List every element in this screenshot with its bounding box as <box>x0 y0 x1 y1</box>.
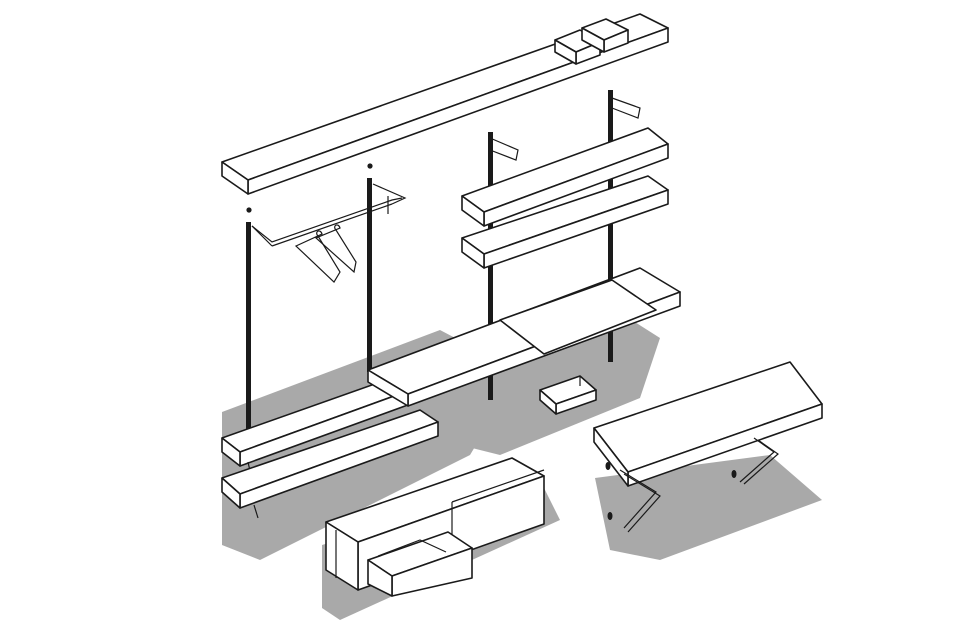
right-desk-brackets <box>605 437 779 533</box>
pole-2 <box>367 178 372 372</box>
hanger-icon-1 <box>294 230 341 283</box>
center-shelf-1 <box>461 97 669 227</box>
clothes-rail <box>251 183 407 283</box>
top-shelf-lip <box>221 161 249 195</box>
pole-1 <box>246 222 251 440</box>
center-desk-surface <box>367 267 681 407</box>
top-storage-boxes <box>554 18 629 65</box>
rail-bracket-right <box>372 183 407 205</box>
bench-drawer <box>367 531 473 597</box>
left-shelf-lower <box>221 409 439 519</box>
desk-pullout-panel <box>499 279 657 355</box>
mount-screw-mid <box>367 163 373 169</box>
floor-tray <box>539 375 597 415</box>
center-shelf-2 <box>461 175 669 269</box>
mount-screw-left <box>246 207 252 213</box>
top-long-shelf <box>221 13 669 195</box>
hanger-icons <box>294 224 357 283</box>
right-desk-side <box>593 427 629 487</box>
pole-4 <box>608 90 613 362</box>
storage-bench <box>325 457 545 597</box>
rail-bar <box>251 197 403 243</box>
desk-shadow <box>595 455 822 560</box>
bench-side <box>325 521 359 591</box>
right-desk <box>593 361 823 533</box>
rail-bracket-left <box>251 225 273 247</box>
hanger-icon-2 <box>314 224 357 274</box>
